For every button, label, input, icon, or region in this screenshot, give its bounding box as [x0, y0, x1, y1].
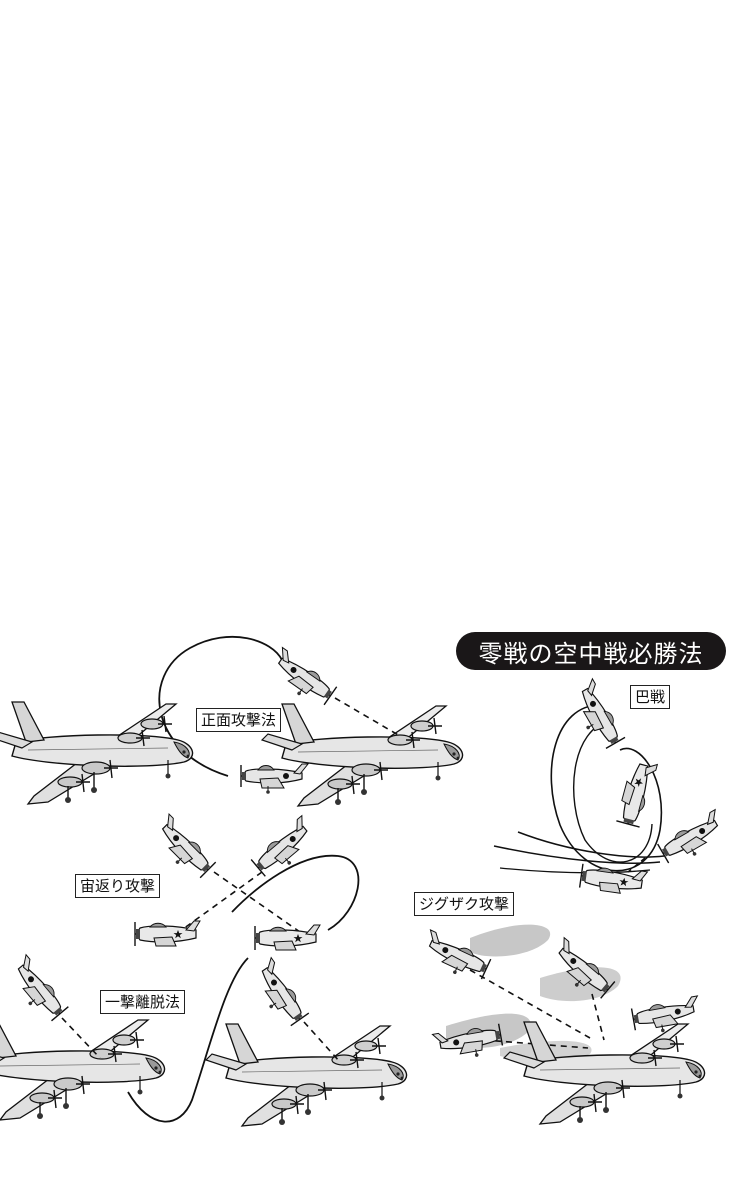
zero-fighter-tomoe-top: [567, 679, 626, 752]
hit-and-run-section: [0, 955, 407, 1126]
us-fighter-tomoe-mid: [616, 758, 657, 827]
frontal-fire-line: [335, 698, 400, 736]
zero-fighter-hit-left: [3, 955, 69, 1025]
loop-path: [232, 856, 358, 930]
zigzag-section: [418, 925, 705, 1124]
zero-fighter-tomoe-right: [657, 810, 730, 869]
label-tomoe: 巴戦: [630, 685, 670, 709]
bomber-zigzag: [504, 1022, 705, 1124]
label-loop-attack: 宙返り攻撃: [75, 874, 160, 898]
us-fighter-tomoe-bottom: [580, 863, 648, 897]
tomoe-section: [494, 679, 730, 897]
us-fighter-loop-right: [255, 925, 320, 950]
zigzag-fire-line-2: [592, 994, 604, 1040]
loop-attack-section: [135, 814, 358, 950]
zero-fighter-hit-right: [247, 958, 310, 1030]
bomber-hit-left: [0, 1018, 165, 1120]
tomoe-sweep-2: [518, 832, 664, 857]
hit-fire-line-right: [304, 1022, 340, 1062]
diagram-title: 零戦の空中戦必勝法: [456, 632, 726, 670]
bomber-left: [0, 702, 193, 804]
bomber-hit-right: [206, 1024, 407, 1126]
zero-fighter-loop-right: [251, 816, 321, 882]
bomber-center: [262, 704, 463, 806]
label-frontal-attack: 正面攻撃法: [196, 708, 281, 732]
zero-fighter-loop-left: [148, 814, 216, 882]
loop-fire-line: [176, 872, 262, 934]
zero-fighter-frontal: [241, 764, 308, 794]
zero-fighter-diving: [265, 648, 337, 711]
us-fighter-loop-left: [135, 921, 200, 946]
label-zigzag-attack: ジグザク攻撃: [414, 892, 514, 916]
loop-cross-line: [214, 872, 300, 932]
zigzag-shadow-1: [470, 925, 550, 957]
hit-run-path: [128, 958, 248, 1122]
label-hit-and-run: 一撃離脱法: [100, 990, 185, 1014]
